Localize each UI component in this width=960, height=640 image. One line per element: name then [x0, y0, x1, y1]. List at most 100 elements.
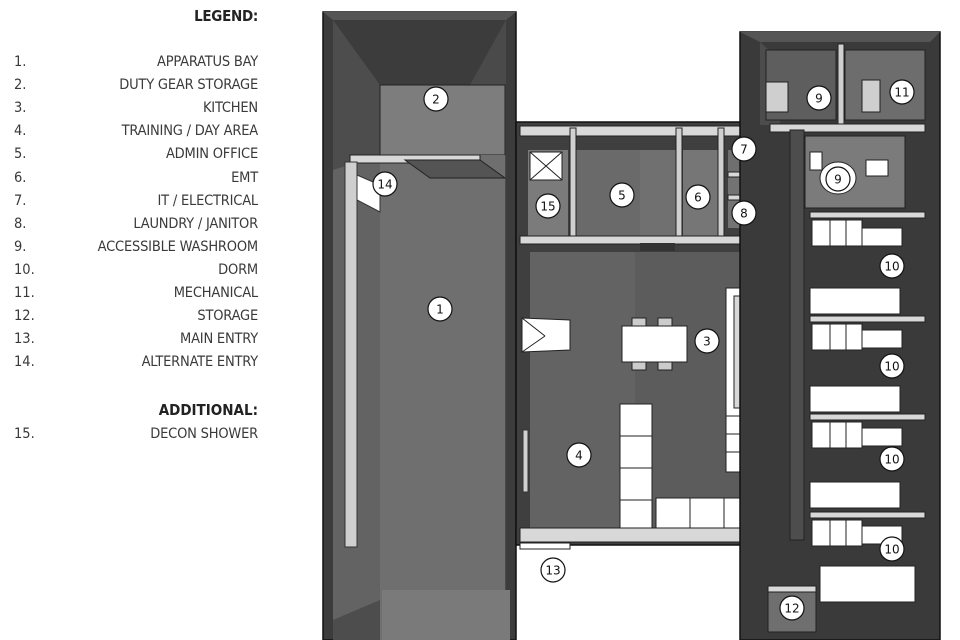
room-number-text: 14 [377, 178, 392, 192]
legend-item-number: 5. [14, 146, 27, 163]
room-number-marker: 10 [879, 536, 905, 562]
legend-item: 1. APPARATUS BAY [14, 51, 258, 73]
legend-item: 4. TRAINING / DAY AREA [14, 120, 258, 142]
room-number-text: 10 [884, 543, 899, 557]
legend-item: 14. ALTERNATE ENTRY [14, 351, 258, 373]
room-number-text: 11 [894, 86, 909, 100]
room-number-marker: 14 [372, 171, 398, 197]
room-number-circle [806, 85, 832, 111]
legend-item-number: 15. [14, 426, 35, 442]
room-number-circle [879, 253, 905, 279]
room-number-text: 5 [618, 189, 626, 203]
legend-item: 2. DUTY GEAR STORAGE [14, 74, 258, 96]
legend-item-label: KITCHEN [202, 100, 258, 117]
room-number-circle [427, 296, 453, 322]
room-number-circle [879, 536, 905, 562]
legend-item-label: STORAGE [197, 308, 258, 325]
legend-item-label: MAIN ENTRY [180, 331, 258, 348]
legend-item: 7. IT / ELECTRICAL [14, 190, 258, 212]
legend-additional-item: 15. DECON SHOWER [14, 423, 258, 445]
room-number-marker: 5 [609, 182, 635, 208]
room-number-marker: 7 [731, 136, 757, 162]
legend-item-label: MECHANICAL [173, 285, 258, 301]
legend-additional-title: ADDITIONAL: [158, 401, 258, 419]
legend-item-number: 4. [14, 123, 27, 140]
legend-item-number: 8. [14, 215, 27, 232]
room-number-circle [609, 182, 635, 208]
dorm-wing [739, 31, 941, 640]
legend-item-number: 1. [14, 54, 27, 70]
room-number-text: 3 [703, 335, 711, 349]
legend-item-number: 11. [14, 285, 35, 301]
room-number-marker: 12 [779, 595, 805, 621]
room-number-text: 13 [545, 564, 560, 578]
room-number-circle [694, 328, 720, 354]
legend-item-number: 14. [14, 354, 35, 371]
legend-item-label: ACCESSIBLE WASHROOM [97, 238, 259, 255]
room-number-marker: 8 [731, 200, 757, 226]
room-number-text: 8 [740, 207, 748, 221]
legend-item-number: 7. [14, 192, 27, 209]
room-number-text: 12 [784, 602, 799, 616]
room-number-text: 4 [575, 449, 583, 463]
center-wing [515, 121, 772, 550]
room-number-text: 6 [694, 191, 702, 205]
legend-item: 6.EMT [14, 167, 258, 189]
legend-item-label: ADMIN OFFICE [165, 146, 258, 163]
room-number-text: 10 [884, 453, 899, 467]
legend-item-label: DUTY GEAR STORAGE [119, 77, 258, 94]
legend-item: 5. ADMIN OFFICE [14, 143, 258, 165]
legend-item-label: DECON SHOWER [150, 426, 258, 442]
room-number-text: 2 [432, 93, 440, 107]
legend-item-label: ALTERNATE ENTRY [141, 354, 259, 371]
room-number-marker: 15 [535, 193, 561, 219]
room-number-text: 9 [815, 92, 823, 106]
room-number-marker: 10 [879, 353, 905, 379]
room-number-marker: 2 [423, 86, 449, 112]
legend-item: 12. STORAGE [14, 305, 258, 327]
room-number-circle [731, 136, 757, 162]
legend-item-label: LAUNDRY / JANITOR [133, 215, 258, 232]
room-number-text: 15 [540, 200, 555, 214]
room-number-circle [685, 184, 711, 210]
legend-item-number: 12. [14, 308, 35, 325]
legend-title: LEGEND: [194, 7, 258, 25]
legend-item: 13. MAIN ENTRY [14, 328, 258, 350]
legend-item-label: APPARATUS BAY [157, 54, 258, 70]
room-number-circle [879, 353, 905, 379]
legend-item-label: IT / ELECTRICAL [157, 192, 258, 209]
room-number-text: 10 [884, 360, 899, 374]
room-number-marker: 3 [694, 328, 720, 354]
legend-item: 10. DORM [14, 259, 258, 281]
room-number-marker: 11 [889, 79, 915, 105]
legend-item-label: TRAINING / DAY AREA [121, 123, 259, 140]
room-number-marker: 4 [566, 442, 592, 468]
room-number-circle [731, 200, 757, 226]
room-number-circle [423, 86, 449, 112]
room-number-text: 9 [834, 173, 842, 187]
apparatus-bay-wing [322, 11, 517, 640]
legend-item: 3.KITCHEN [14, 97, 258, 119]
legend-item: 11. MECHANICAL [14, 282, 258, 304]
room-number-text: 7 [740, 143, 748, 157]
room-number-circle [540, 557, 566, 583]
legend-item-label: DORM [218, 261, 258, 278]
room-number-marker: 6 [685, 184, 711, 210]
room-number-marker: 13 [540, 557, 566, 583]
legend-item-number: 6. [14, 169, 27, 186]
legend-panel: LEGEND: 1. APPARATUS BAY 2. DUTY GEAR STORA… [0, 0, 270, 640]
room-number-circle [535, 193, 561, 219]
room-number-circle [879, 446, 905, 472]
legend-item: 9.ACCESSIBLE WASHROOM [14, 236, 258, 258]
room-number-marker: 9 [825, 166, 851, 192]
room-number-marker: 9 [806, 85, 832, 111]
legend-item-number: 2. [14, 77, 27, 94]
room-number-marker: 10 [879, 253, 905, 279]
room-number-marker: 1 [427, 296, 453, 322]
room-number-circle [825, 166, 851, 192]
room-number-circle [779, 595, 805, 621]
legend-item-number: 13. [14, 331, 35, 348]
legend-item-number: 10. [14, 261, 35, 278]
